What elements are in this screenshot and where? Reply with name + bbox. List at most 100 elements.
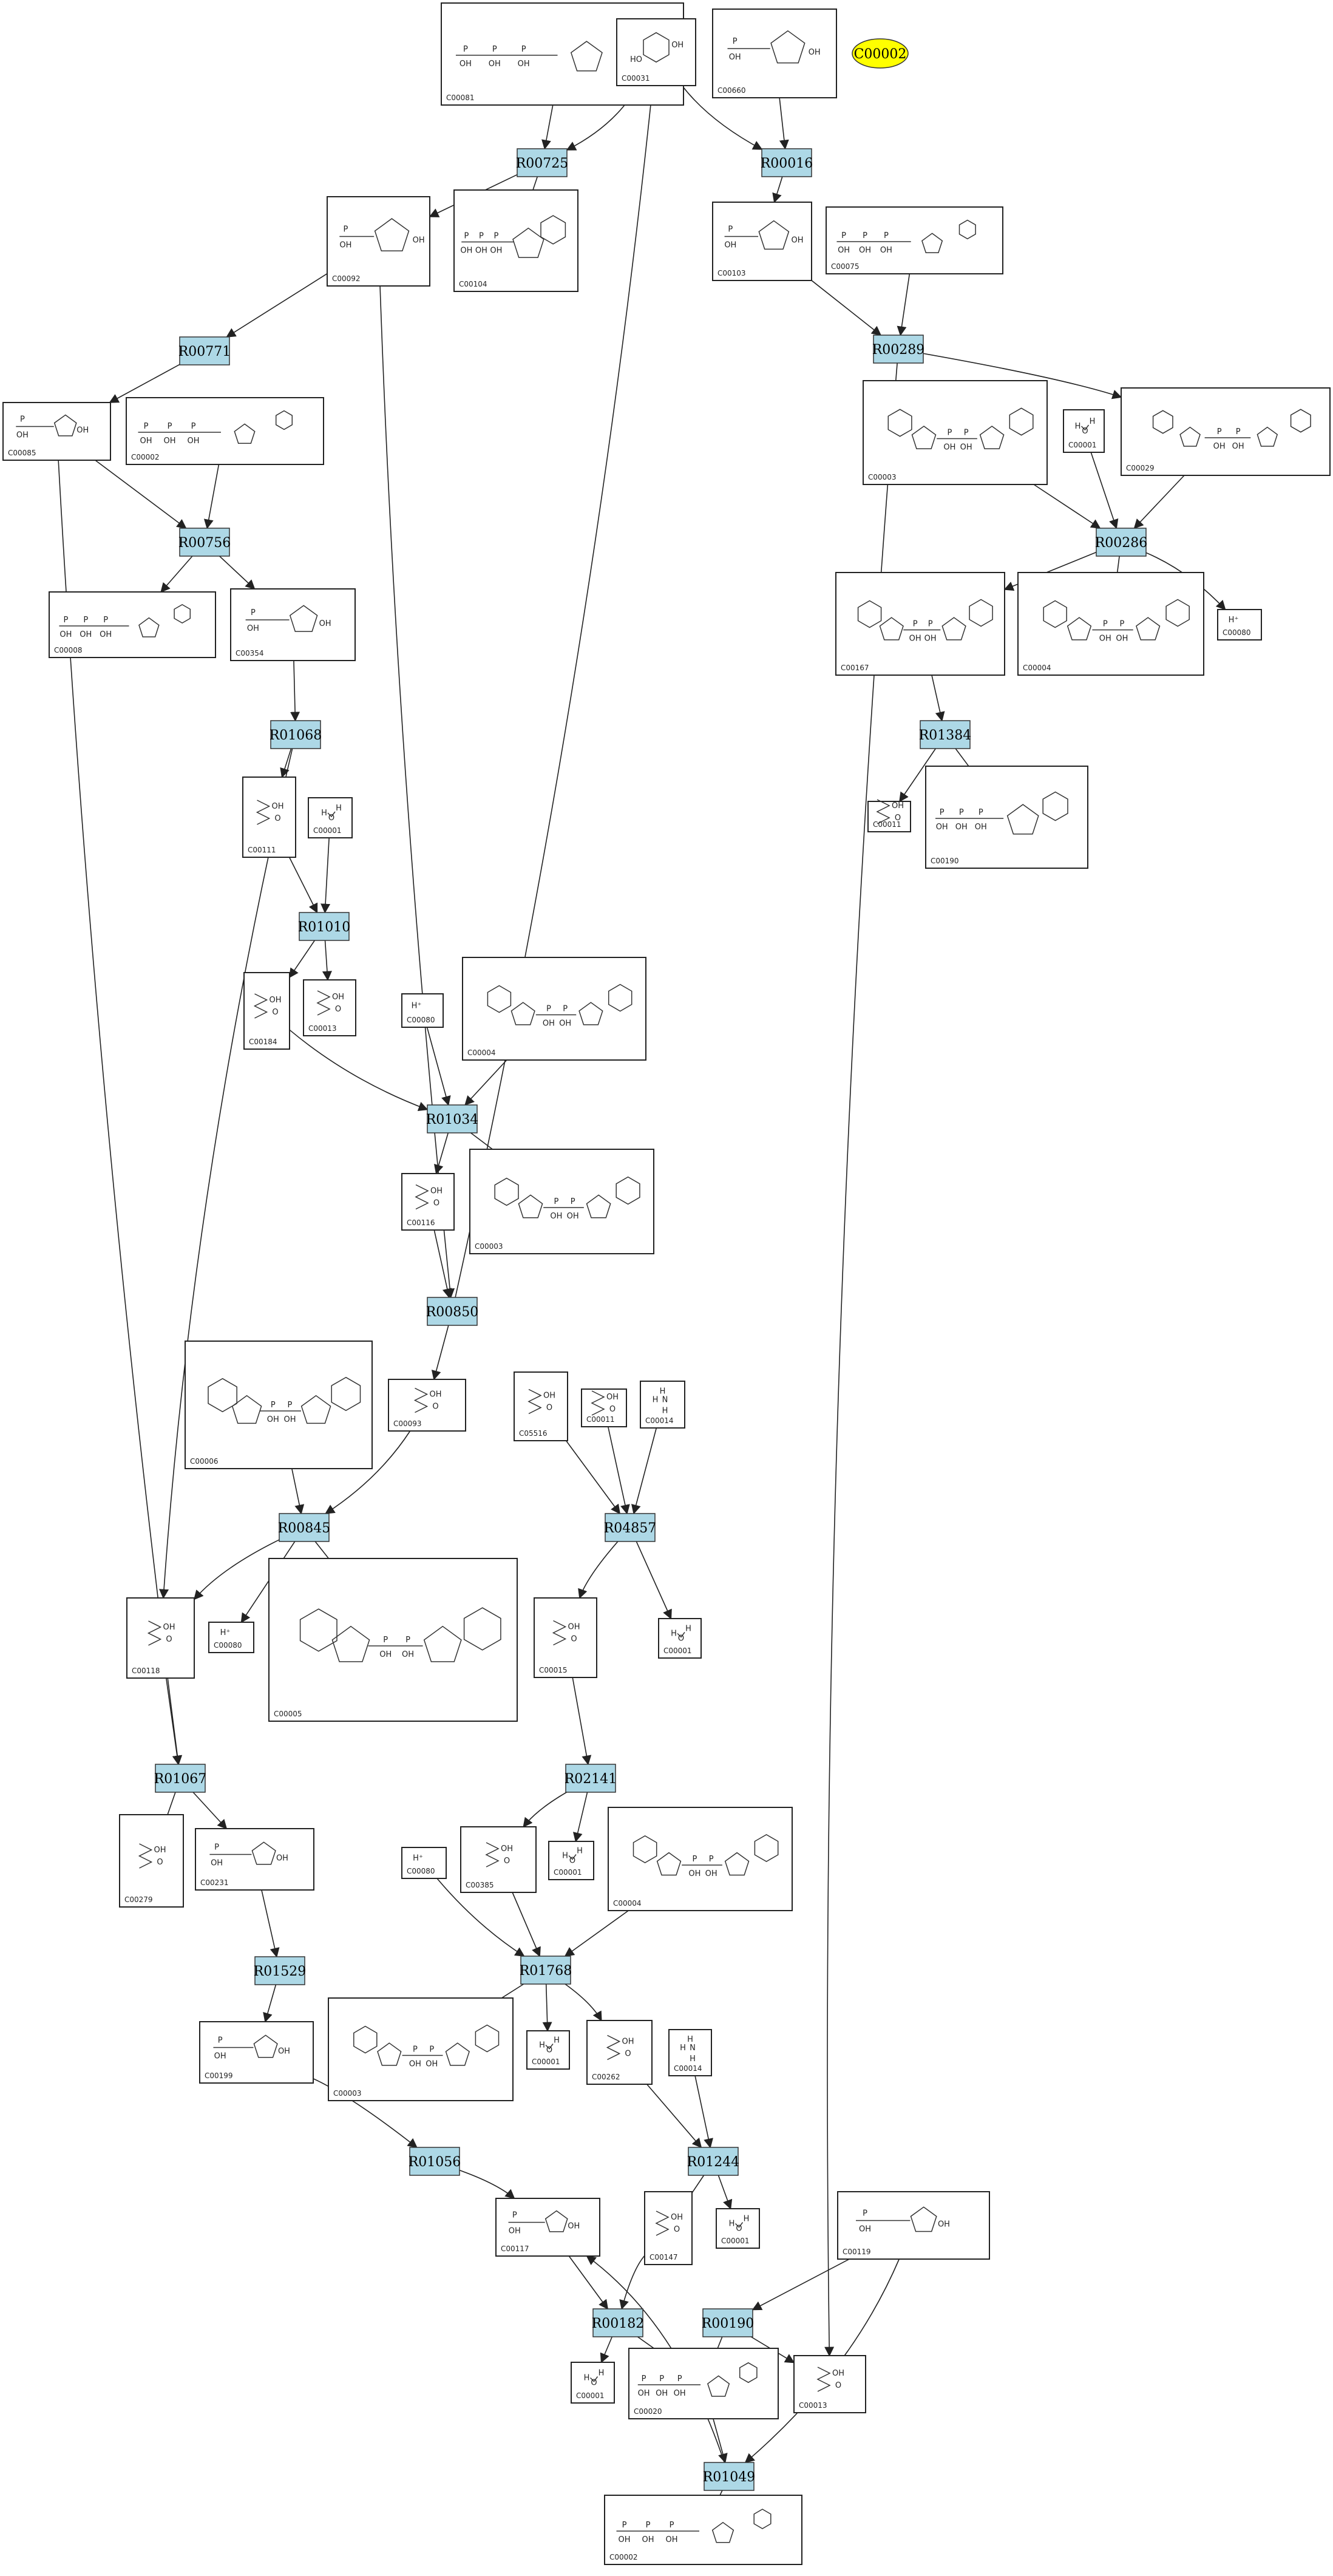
compound-box[interactable] — [1017, 572, 1204, 676]
compound-box[interactable] — [534, 1597, 597, 1678]
reaction-R00725[interactable]: R00725 — [516, 148, 569, 177]
compound-box[interactable] — [668, 2029, 712, 2076]
compound-c00080c[interactable]: H⁺C00080 — [208, 1622, 254, 1653]
compound-c00080b[interactable]: H⁺C00080 — [401, 993, 444, 1028]
compound-box[interactable] — [119, 1814, 184, 1908]
reaction-box[interactable] — [702, 2308, 753, 2337]
compound-box[interactable] — [453, 189, 578, 292]
reaction-R00286[interactable]: R00286 — [1095, 528, 1148, 557]
reaction-box[interactable] — [761, 148, 812, 177]
compound-box[interactable] — [49, 591, 216, 658]
compound-box[interactable] — [867, 801, 911, 832]
reaction-box[interactable] — [1096, 528, 1147, 557]
reaction-box[interactable] — [565, 1764, 616, 1793]
reaction-box[interactable] — [704, 2462, 755, 2491]
compound-box[interactable] — [925, 766, 1088, 869]
reaction-box[interactable] — [179, 336, 230, 365]
compound-box[interactable] — [401, 993, 444, 1028]
compound-box[interactable] — [526, 2030, 570, 2070]
reaction-R01034[interactable]: R01034 — [426, 1104, 479, 1133]
reaction-box[interactable] — [270, 720, 321, 749]
reaction-box[interactable] — [688, 2147, 739, 2176]
reaction-box[interactable] — [427, 1104, 478, 1133]
compound-box[interactable] — [388, 1379, 466, 1432]
reaction-R00756[interactable]: R00756 — [178, 528, 231, 557]
reaction-R00289[interactable]: R00289 — [872, 335, 925, 364]
compound-box[interactable] — [185, 1341, 373, 1469]
compound-box[interactable] — [1217, 609, 1262, 641]
reaction-R00182[interactable]: R00182 — [592, 2308, 645, 2337]
compound-box[interactable] — [243, 972, 290, 1050]
reaction-R01056[interactable]: R01056 — [409, 2147, 461, 2176]
compound-box[interactable] — [835, 572, 1005, 676]
compound-box[interactable] — [303, 979, 356, 1036]
reaction-R01067[interactable]: R01067 — [154, 1764, 207, 1793]
reaction-R01049[interactable]: R01049 — [703, 2462, 756, 2491]
reaction-box[interactable] — [517, 148, 568, 177]
reaction-R01768[interactable]: R01768 — [520, 1956, 572, 1985]
compound-box[interactable] — [826, 206, 1003, 274]
compound-box[interactable] — [268, 1558, 518, 1722]
compound-c00080d[interactable]: H⁺C00080 — [401, 1847, 447, 1879]
reaction-box[interactable] — [873, 335, 924, 364]
compound-box[interactable] — [469, 1149, 654, 1254]
reaction-R00850[interactable]: R00850 — [426, 1297, 479, 1326]
compound-box[interactable] — [401, 1847, 447, 1879]
reaction-box[interactable] — [920, 720, 971, 749]
compound-box[interactable] — [462, 957, 646, 1061]
reaction-R00771[interactable]: R00771 — [178, 336, 231, 365]
compound-box[interactable] — [514, 1371, 568, 1441]
compound-box[interactable] — [328, 1997, 514, 2101]
compound-box[interactable] — [581, 1388, 627, 1427]
reaction-R00016[interactable]: R00016 — [761, 148, 813, 177]
reaction-box[interactable] — [254, 1956, 305, 1985]
compound-box[interactable] — [242, 777, 296, 858]
compound-box[interactable] — [793, 2355, 866, 2413]
reaction-box[interactable] — [299, 912, 350, 941]
compound-box[interactable] — [1063, 409, 1105, 453]
reaction-box[interactable] — [279, 1513, 330, 1542]
compound-c00080a[interactable]: H⁺C00080 — [1217, 609, 1262, 641]
compound-box[interactable] — [208, 1622, 254, 1653]
highlight-ellipse[interactable] — [852, 38, 909, 69]
compound-box[interactable] — [644, 2191, 693, 2265]
compound-box[interactable] — [640, 1381, 685, 1429]
